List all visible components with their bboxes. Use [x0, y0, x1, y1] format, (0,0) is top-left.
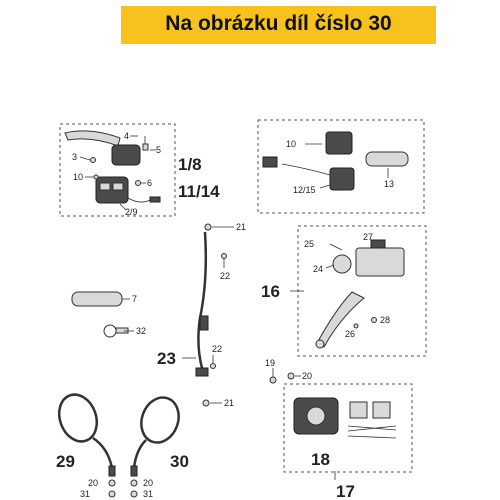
mirror-right-stem [132, 439, 147, 469]
label-20c: 20 [143, 478, 153, 488]
label-28: 28 [380, 315, 390, 325]
label-4: 4 [124, 131, 129, 141]
label-13: 13 [384, 179, 394, 189]
label-20b: 20 [88, 478, 98, 488]
label-2-9: 2/9 [125, 207, 138, 217]
screw-6 [135, 180, 141, 186]
switch-housing-right [325, 131, 353, 155]
bolt-21-bottom [202, 399, 210, 407]
label-23: 23 [157, 349, 176, 368]
label-32: 32 [136, 326, 146, 336]
label-3: 3 [72, 152, 77, 162]
label-12-15: 12/15 [293, 185, 316, 195]
wire [127, 197, 151, 203]
label-29: 29 [56, 452, 75, 471]
lever-tip [315, 339, 325, 349]
label-17: 17 [336, 482, 355, 500]
caliper-piston [306, 406, 326, 426]
label-10b: 10 [286, 139, 296, 149]
screw-26 [353, 323, 359, 329]
label-19: 19 [265, 358, 275, 368]
master-cylinder-group: 25 27 24 16 28 26 [261, 225, 427, 357]
screw-10 [93, 174, 99, 180]
label-20a: 20 [302, 371, 312, 381]
clamp-32 [103, 324, 117, 338]
hose-banjo [195, 367, 209, 377]
switch-housing-right-lower [329, 167, 355, 191]
screw-4 [142, 143, 149, 151]
label-22b: 22 [212, 344, 222, 354]
left-grip-group: 7 32 [71, 291, 146, 338]
mirror-left-29 [57, 393, 99, 443]
brake-lever [315, 291, 365, 348]
switch-button-2 [112, 182, 124, 191]
label-5: 5 [156, 145, 161, 155]
brake-pad-2 [372, 401, 391, 419]
mirror-left-stem [92, 436, 114, 469]
label-1-8: 1/8 [178, 155, 202, 174]
label-25: 25 [304, 239, 314, 249]
title-text: Na obrázku díl číslo 30 [165, 12, 392, 35]
brake-hose-group: 21 22 23 22 21 [157, 222, 246, 408]
group-box-left-switch [59, 123, 176, 217]
nut-31-right [130, 490, 138, 498]
clutch-lever [64, 130, 121, 147]
label-18: 18 [311, 450, 330, 469]
reservoir-cap [370, 239, 386, 249]
label-24: 24 [313, 264, 323, 274]
washer-22-bottom [210, 363, 216, 369]
mirror-mount [332, 254, 352, 274]
switch-button [99, 182, 111, 191]
label-30: 30 [170, 452, 189, 471]
bolt-21-top [204, 223, 212, 231]
label-21b: 21 [224, 398, 234, 408]
mirror-right-thread [130, 465, 138, 477]
bolt-19 [269, 376, 277, 384]
left-grip [71, 291, 123, 307]
washer-22-top [221, 253, 227, 259]
caliper-group: 19 20 18 17 [265, 358, 413, 500]
right-control-group: 10 12/15 13 [257, 119, 425, 214]
mirror-right-30 [140, 396, 180, 444]
brake-hose [197, 231, 208, 369]
connector-right [262, 156, 278, 168]
mirror-left-thread [108, 465, 116, 477]
group-box-master-cylinder [297, 225, 427, 357]
screw-28 [371, 317, 377, 323]
label-31a: 31 [80, 489, 90, 499]
mirrors-group: 29 30 20 20 31 31 [56, 393, 189, 499]
label-6: 6 [147, 178, 152, 188]
label-31b: 31 [143, 489, 153, 499]
nut-31-left [108, 490, 116, 498]
label-27: 27 [363, 232, 373, 242]
lever-bracket [111, 144, 141, 166]
wire-right [281, 163, 331, 176]
label-11-14: 11/14 [178, 182, 220, 201]
clamp-screw [115, 327, 129, 334]
group-box-right-switch [257, 119, 425, 214]
label-22a: 22 [220, 271, 230, 281]
nut-20-right [130, 479, 138, 487]
label-10a: 10 [73, 172, 83, 182]
brake-pad-1 [349, 401, 368, 419]
brake-reservoir [355, 247, 405, 277]
screw-3 [90, 157, 96, 163]
title-banner: Na obrázku díl číslo 30 [121, 6, 436, 44]
label-16: 16 [261, 282, 280, 301]
left-control-group: 4 5 3 10 6 2/9 1/8 11/14 [59, 123, 220, 217]
hose-fitting [199, 315, 209, 331]
label-21a: 21 [236, 222, 246, 232]
nut-20-left [108, 479, 116, 487]
washer-20-top [287, 372, 295, 380]
throttle-grip [365, 151, 409, 167]
label-26: 26 [345, 329, 355, 339]
label-7: 7 [132, 294, 137, 304]
connector [149, 196, 161, 203]
